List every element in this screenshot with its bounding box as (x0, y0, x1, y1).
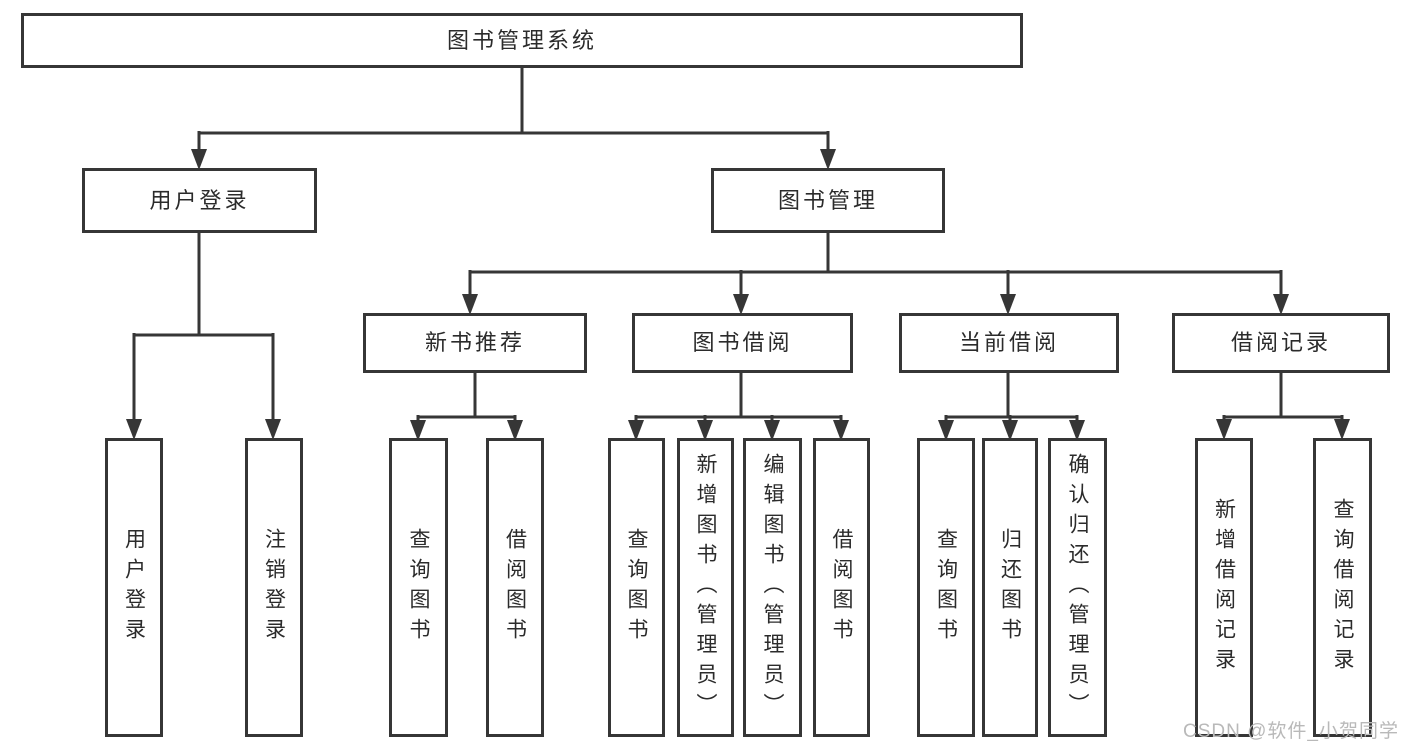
leaf-confirm-return-admin: 确认归还（管理员） (1048, 438, 1107, 737)
node-current-borrow: 当前借阅 (899, 313, 1119, 373)
leaf-borrow-books: 借阅图书 (813, 438, 870, 737)
node-label: 编辑图书（管理员） (761, 452, 784, 723)
arrowhead (265, 419, 281, 440)
node-label: 确认归还（管理员） (1066, 452, 1089, 723)
node-label: 借阅图书 (830, 527, 853, 648)
arrowhead (126, 419, 142, 440)
node-book-borrow: 图书借阅 (632, 313, 853, 373)
arrowhead (191, 149, 207, 170)
node-label: 查询借阅记录 (1331, 497, 1354, 678)
node-user-login: 用户登录 (82, 168, 317, 233)
csdn-watermark: CSDN @软件_小贺同学 (1183, 721, 1399, 742)
node-library-management-system: 图书管理系统 (21, 13, 1023, 68)
node-label: 查询图书 (625, 527, 648, 648)
node-label: 用户登录 (122, 527, 146, 648)
leaf-query-books-recommend: 查询图书 (389, 438, 448, 737)
leaf-return-books: 归还图书 (982, 438, 1038, 737)
node-borrow-record: 借阅记录 (1172, 313, 1390, 373)
arrowhead (1216, 419, 1232, 440)
node-label: 借阅图书 (503, 527, 527, 648)
arrowhead (462, 294, 478, 315)
node-label: 借阅记录 (1230, 330, 1331, 355)
node-label: 图书管理 (777, 187, 878, 213)
leaf-user-login: 用户登录 (105, 438, 163, 737)
leaf-logout: 注销登录 (245, 438, 303, 737)
leaf-add-books-admin: 新增图书（管理员） (677, 438, 734, 737)
node-label: 图书借阅 (692, 330, 793, 355)
node-label: 新增图书（管理员） (694, 452, 717, 723)
arrowhead (820, 149, 836, 170)
node-label: 图书管理系统 (446, 27, 597, 53)
arrowhead (1334, 419, 1350, 440)
arrowhead (1000, 294, 1016, 315)
node-label: 当前借阅 (958, 330, 1059, 355)
leaf-query-borrow-record: 查询借阅记录 (1313, 438, 1372, 737)
leaf-add-borrow-record: 新增借阅记录 (1195, 438, 1253, 737)
node-label: 注销登录 (262, 527, 286, 648)
node-label: 归还图书 (998, 527, 1022, 648)
arrowhead (1273, 294, 1289, 315)
leaf-edit-books-admin: 编辑图书（管理员） (743, 438, 802, 737)
arrowhead (733, 294, 749, 315)
leaf-borrow-books-recommend: 借阅图书 (486, 438, 544, 737)
node-book-management: 图书管理 (711, 168, 945, 233)
leaf-query-books-current: 查询图书 (917, 438, 975, 737)
node-label: 新增借阅记录 (1212, 497, 1236, 678)
node-label: 查询图书 (934, 527, 958, 648)
node-new-book-recommend: 新书推荐 (363, 313, 587, 373)
node-label: 新书推荐 (424, 330, 525, 355)
node-label: 用户登录 (149, 187, 250, 213)
leaf-query-books-borrow: 查询图书 (608, 438, 665, 737)
node-label: 查询图书 (407, 527, 430, 648)
